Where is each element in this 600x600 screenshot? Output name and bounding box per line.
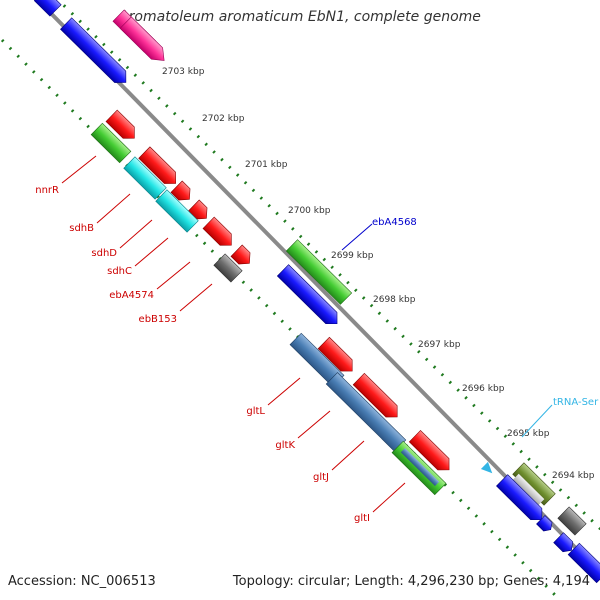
- gene-labels: nnrR sdhB sdhD sdhC ebA4574 ebB153 gltL …: [35, 185, 370, 524]
- trna-ser[interactable]: [480, 461, 496, 477]
- cds-arrow[interactable]: [138, 146, 182, 189]
- cds-arrow[interactable]: [567, 542, 600, 584]
- cds-arrow[interactable]: [553, 532, 577, 556]
- scale-label: 2698 kbp: [373, 295, 416, 305]
- cds-arrow[interactable]: [170, 180, 195, 205]
- reverse-features: [33, 0, 600, 584]
- scale-label: 2700 kbp: [288, 206, 331, 216]
- cds-arrow[interactable]: [112, 9, 170, 66]
- gene-label[interactable]: ebA4574: [109, 290, 154, 301]
- gene-label[interactable]: nnrR: [35, 185, 59, 196]
- scale-label: 2697 kbp: [418, 340, 461, 350]
- scale-label: 2699 kbp: [331, 251, 374, 261]
- genome-summary-text: Topology: circular; Length: 4,296,230 bp…: [232, 574, 590, 589]
- cds-arrow[interactable]: [408, 430, 454, 475]
- gene-label[interactable]: ebA4568: [372, 217, 417, 228]
- feature-ebA4574[interactable]: [213, 253, 243, 283]
- feature-gray[interactable]: [557, 506, 587, 536]
- scale-label: 2694 kbp: [552, 471, 595, 481]
- gene-label[interactable]: sdhC: [107, 266, 132, 277]
- cds-arrow[interactable]: [317, 336, 358, 376]
- tick-track-outer: [56, 0, 600, 531]
- cds-arrow[interactable]: [60, 17, 131, 88]
- scale-label: 2695 kbp: [507, 429, 550, 439]
- scale-label: 2696 kbp: [462, 384, 505, 394]
- scale-label: 2703 kbp: [162, 67, 205, 77]
- feature-sdhB[interactable]: [123, 156, 167, 200]
- cds-arrow[interactable]: [352, 372, 403, 422]
- gene-label[interactable]: sdhB: [69, 223, 94, 234]
- feature-nnrR[interactable]: [90, 122, 132, 164]
- cds-arrow[interactable]: [536, 515, 555, 534]
- scale-label: 2702 kbp: [202, 114, 245, 124]
- map-title: Aromatoleum aromaticum EbN1, complete ge…: [119, 9, 481, 25]
- label-leaders: [61, 155, 553, 513]
- cds-arrow[interactable]: [496, 474, 547, 526]
- gene-label[interactable]: gltJ: [313, 472, 329, 483]
- scale-labels: 2703 kbp 2702 kbp 2701 kbp 2700 kbp 2699…: [162, 67, 595, 481]
- accession-text: Accession: NC_006513: [8, 574, 156, 589]
- cds-arrow[interactable]: [33, 0, 62, 17]
- cds-arrow[interactable]: [105, 109, 140, 144]
- feature-olive[interactable]: [512, 462, 556, 506]
- gene-label[interactable]: gltL: [246, 406, 265, 417]
- cds-arrow[interactable]: [276, 264, 342, 330]
- cds-arrow[interactable]: [202, 216, 237, 251]
- gene-label[interactable]: ebB153: [139, 314, 177, 325]
- gene-label[interactable]: gltI: [354, 513, 370, 524]
- feature-gltI-inner[interactable]: [400, 448, 440, 486]
- cds-arrow[interactable]: [230, 244, 255, 269]
- cds-arrow[interactable]: [187, 199, 212, 224]
- feature-light-gray[interactable]: [511, 473, 545, 507]
- scale-label: 2701 kbp: [245, 160, 288, 170]
- tick-track-inner: [0, 38, 562, 600]
- feature-ebA4568[interactable]: [285, 239, 353, 305]
- feature-sdhD[interactable]: [155, 189, 199, 233]
- gene-label[interactable]: gltK: [275, 440, 295, 451]
- forward-features: [105, 9, 556, 507]
- gene-label[interactable]: sdhD: [91, 248, 117, 259]
- gene-label[interactable]: tRNA-Ser: [553, 397, 599, 408]
